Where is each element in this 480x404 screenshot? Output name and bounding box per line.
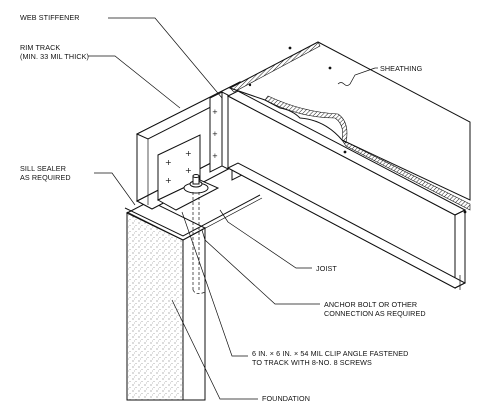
label-sill-sealer-line1: SILL SEALER [20, 164, 66, 173]
label-clip-angle-line1: 6 IN. × 6 IN. × 54 MIL CLIP ANGLE FASTEN… [252, 349, 408, 358]
labels: WEB STIFFENER RIM TRACK (MIN. 33 MIL THI… [20, 13, 426, 403]
anchor-bolt [183, 174, 209, 294]
label-sheathing: SHEATHING [380, 64, 423, 73]
svg-text:+: + [212, 152, 218, 160]
svg-text:+: + [165, 176, 172, 185]
svg-text:+: + [185, 149, 192, 158]
sill-sealer [124, 194, 263, 241]
label-anchor-bolt-line2: CONNECTION AS REQUIRED [324, 309, 426, 318]
svg-text:+: + [165, 158, 172, 167]
label-joist: JOIST [316, 264, 337, 273]
label-anchor-bolt-line1: ANCHOR BOLT OR OTHER [324, 300, 417, 309]
label-clip-angle-line2: TO TRACK WITH 8-NO. 8 SCREWS [252, 358, 372, 367]
leader-lines [88, 17, 378, 400]
svg-text:+: + [185, 166, 192, 175]
label-rim-track-line1: RIM TRACK [20, 43, 60, 52]
svg-text:+: + [212, 130, 218, 138]
joist [226, 90, 467, 290]
label-sill-sealer-line2: AS REQUIRED [20, 173, 71, 182]
label-web-stiffener: WEB STIFFENER [20, 13, 80, 22]
svg-text:+: + [212, 108, 218, 116]
label-foundation: FOUNDATION [262, 394, 310, 403]
sheathing [228, 41, 471, 214]
label-rim-track-line2: (MIN. 33 MIL THICK) [20, 52, 89, 61]
